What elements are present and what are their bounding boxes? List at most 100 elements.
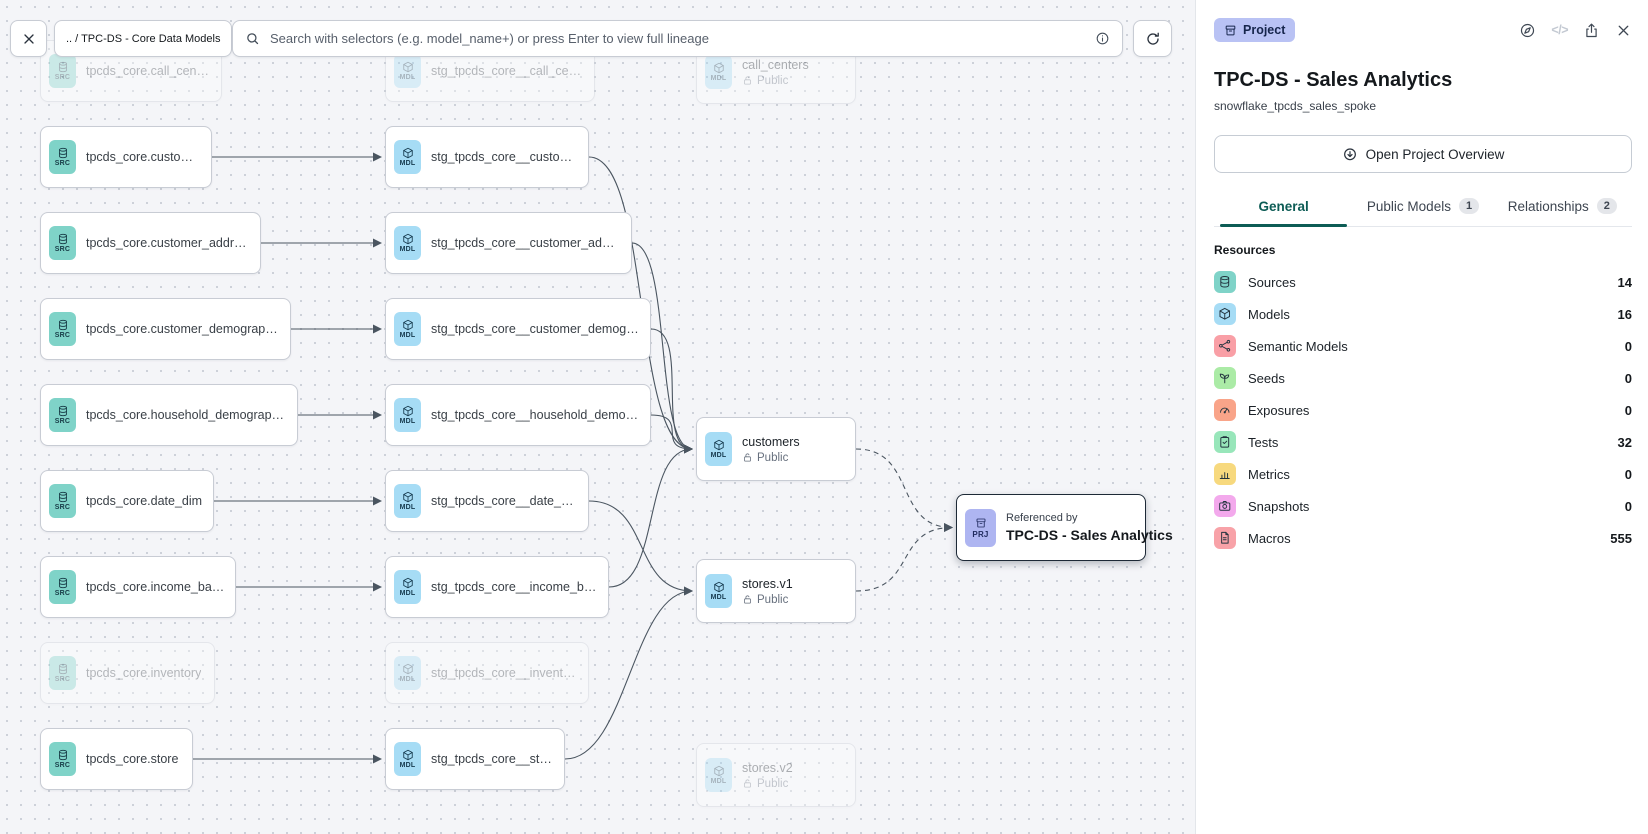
node-label: tpcds_core.income_band bbox=[86, 580, 225, 594]
resource-label: Macros bbox=[1248, 530, 1291, 546]
model-chip: MDL bbox=[394, 570, 421, 604]
source-chip: SRC bbox=[49, 656, 76, 690]
lock-open-icon bbox=[744, 76, 751, 85]
document-icon-chip bbox=[1214, 527, 1236, 549]
source-chip: SRC bbox=[49, 226, 76, 260]
lineage-node-mdl_income_band[interactable]: MDL stg_tpcds_core__income_band bbox=[385, 556, 609, 618]
overview-icon bbox=[1343, 148, 1356, 161]
cube-icon bbox=[402, 233, 413, 245]
database-icon bbox=[58, 405, 67, 417]
model-chip: MDL bbox=[394, 54, 421, 88]
lineage-edge-mdl_date_dim-to-pub_stores_v1 bbox=[588, 500, 693, 596]
info-icon[interactable] bbox=[1095, 31, 1110, 46]
tab-label: Public Models bbox=[1366, 198, 1451, 214]
lock-open-icon bbox=[744, 779, 751, 788]
lineage-node-src_income_band[interactable]: SRC tpcds_core.income_band bbox=[40, 556, 236, 618]
breadcrumb-label: .. / TPC-DS - Core Data Models bbox=[66, 32, 221, 45]
breadcrumb[interactable]: .. / TPC-DS - Core Data Models bbox=[54, 20, 233, 57]
node-label: stg_tpcds_core__household_demogr… bbox=[431, 408, 640, 422]
source-chip: SRC bbox=[49, 312, 76, 346]
model-chip: MDL bbox=[705, 55, 732, 89]
bar-chart-icon bbox=[1220, 472, 1230, 480]
node-label: tpcds_core.household_demographics bbox=[86, 408, 287, 422]
resource-type-badge: Project bbox=[1214, 18, 1296, 42]
node-label: tpcds_core.customer bbox=[86, 150, 201, 164]
lineage-search[interactable] bbox=[232, 20, 1123, 57]
lock-open-icon bbox=[744, 595, 751, 604]
lineage-edge-mdl_income_band-to-pub_customers bbox=[608, 444, 693, 588]
tab-label: General bbox=[1258, 198, 1309, 214]
tab-general[interactable]: General bbox=[1214, 188, 1353, 227]
source-chip: SRC bbox=[49, 570, 76, 604]
tab-count-badge: 1 bbox=[1458, 198, 1480, 214]
tab-count-badge: 2 bbox=[1596, 198, 1617, 214]
tab-public-models[interactable]: Public Models 1 bbox=[1353, 188, 1492, 226]
access-label: Public bbox=[757, 593, 789, 606]
refresh-lineage-button[interactable] bbox=[1133, 20, 1172, 57]
lineage-node-src_customer_address[interactable]: SRC tpcds_core.customer_address bbox=[40, 212, 261, 274]
search-input[interactable] bbox=[268, 30, 1087, 47]
semantic-graph-icon bbox=[1219, 340, 1231, 352]
gauge-icon-chip bbox=[1214, 399, 1236, 421]
close-panel-icon[interactable] bbox=[1615, 22, 1632, 39]
explore-compass-icon[interactable] bbox=[1519, 22, 1536, 39]
code-icon: </> bbox=[1551, 23, 1568, 37]
model-chip: MDL bbox=[705, 432, 732, 466]
overview-button-label: Open Project Overview bbox=[1365, 146, 1505, 162]
node-label: stg_tpcds_core__customer_demogra… bbox=[431, 322, 640, 336]
database-icon bbox=[58, 61, 67, 73]
refresh-icon bbox=[1146, 32, 1159, 45]
share-icon[interactable] bbox=[1583, 22, 1600, 39]
node-label: tpcds_core.customer_address bbox=[86, 236, 250, 250]
node-access: Public bbox=[742, 75, 809, 87]
resource-label: Exposures bbox=[1248, 402, 1310, 418]
cube-icon-chip bbox=[1214, 303, 1236, 325]
node-access: Public bbox=[742, 778, 793, 790]
node-label: stg_tpcds_core__customer_address bbox=[431, 236, 621, 250]
resources-heading: Resources bbox=[1214, 243, 1276, 257]
badge-label: Project bbox=[1243, 23, 1286, 37]
node-label: stg_tpcds_core__inventory bbox=[431, 666, 578, 680]
database-icon bbox=[58, 491, 67, 503]
node-label: stg_tpcds_core__income_band bbox=[431, 580, 598, 594]
lineage-edge-mdl_customer_demographics-to-pub_customers bbox=[650, 328, 693, 454]
database-icon bbox=[58, 233, 67, 245]
access-label: Public bbox=[757, 451, 789, 464]
open-project-overview-button[interactable]: Open Project Overview bbox=[1214, 135, 1632, 173]
access-label: Public bbox=[757, 74, 789, 87]
lineage-edges bbox=[193, 152, 953, 764]
cube-icon bbox=[402, 749, 413, 761]
resource-count: 0 bbox=[1624, 338, 1632, 354]
cube-icon bbox=[402, 491, 413, 503]
close-lineage-button[interactable] bbox=[10, 20, 47, 57]
